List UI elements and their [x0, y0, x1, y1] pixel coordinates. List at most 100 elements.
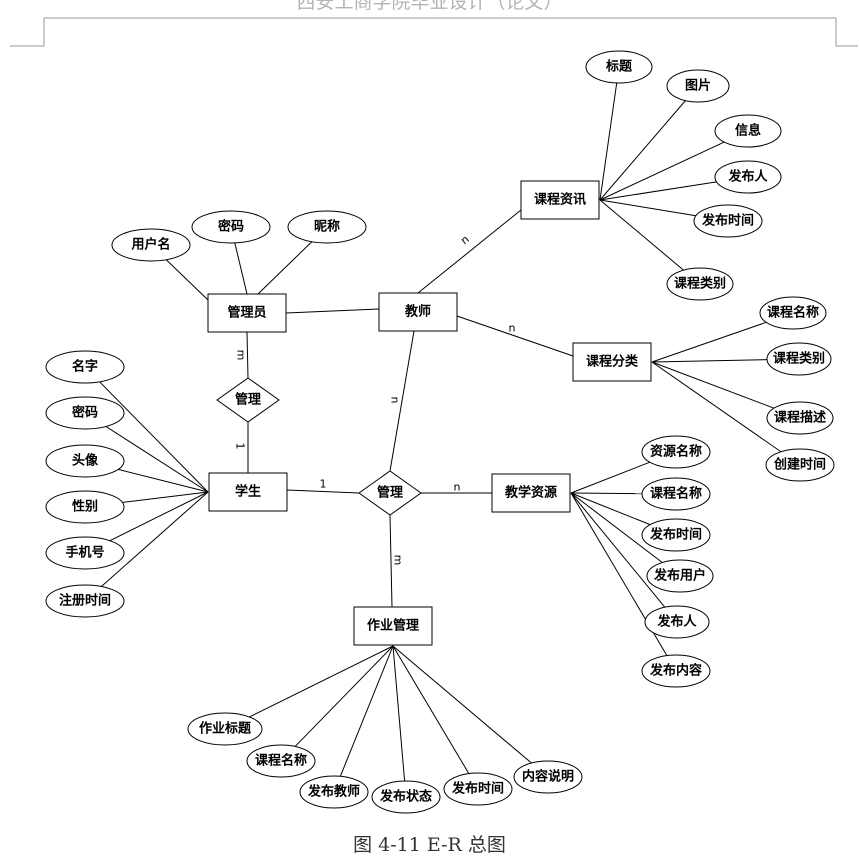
cardinality-l-rel2-hw: m	[392, 555, 405, 566]
entity-box	[353, 606, 433, 646]
edge-a-news-time	[599, 199, 696, 217]
entity-admin: 管理员	[207, 293, 287, 333]
attribute-label: 发布人	[656, 614, 697, 630]
edge-a-admin-nickname	[257, 241, 313, 295]
edge-a-cat-desc	[651, 361, 775, 409]
attribute-ellipse	[666, 267, 734, 301]
relationship-label: 管理	[235, 392, 261, 408]
attribute-a-news-time: 发布时间	[693, 204, 763, 238]
cardinality-l-teacher-news: n	[458, 233, 472, 248]
attribute-ellipse	[766, 401, 834, 435]
attribute-label: 性别	[72, 499, 98, 515]
attribute-ellipse	[714, 114, 782, 148]
attribute-a-stu-regtime: 注册时间	[45, 584, 125, 618]
attribute-label: 课程类别	[773, 351, 825, 367]
attribute-ellipse	[443, 772, 513, 806]
attribute-label: 用户名	[130, 237, 170, 253]
entity-label: 课程资讯	[534, 192, 586, 208]
attribute-a-stu-name: 名字	[45, 350, 125, 384]
entity-course-news: 课程资讯	[520, 180, 600, 220]
attribute-a-stu-password: 密码	[45, 396, 125, 430]
relationship-label: 管理	[377, 485, 403, 501]
attribute-label: 标题	[605, 59, 633, 75]
edge-a-news-info	[599, 141, 725, 201]
attribute-a-stu-avatar: 头像	[45, 444, 125, 478]
attribute-ellipse	[759, 296, 827, 330]
cardinality-l-student-rel2: 1	[320, 478, 327, 491]
attribute-ellipse	[641, 654, 711, 688]
page-header-title: 西安工商学院毕业设计（论文）	[296, 0, 563, 13]
entity-label: 学生	[235, 484, 261, 500]
edge-l-teacher-news	[417, 209, 522, 294]
attribute-label: 昵称	[314, 219, 340, 235]
cardinality-l-admin-rel1: m	[235, 350, 248, 361]
edge-a-stu-password	[105, 426, 209, 493]
attribute-a-news-info: 信息	[714, 114, 782, 148]
attribute-label: 课程名称	[650, 486, 702, 502]
edge-a-res-time	[570, 492, 651, 526]
attribute-ellipse	[666, 69, 730, 103]
attribute-a-news-image: 图片	[666, 69, 730, 103]
entity-label: 课程分类	[586, 354, 639, 370]
edge-a-res-publisher	[570, 492, 666, 608]
attribute-a-res-time: 发布时间	[641, 518, 711, 552]
edge-a-hw-time	[392, 645, 470, 774]
attribute-label: 发布人	[727, 169, 768, 185]
relationship-rel-manage-1: 管理	[216, 377, 280, 423]
attribute-label: 图片	[685, 78, 711, 94]
attribute-ellipse	[641, 435, 711, 469]
attribute-label: 发布教师	[307, 784, 360, 800]
attribute-ellipse	[765, 448, 835, 482]
edge-l-teacher-rel2	[389, 330, 415, 472]
edge-a-cat-name	[651, 321, 767, 363]
attribute-a-cat-desc: 课程描述	[766, 401, 834, 435]
relationship-diamond	[216, 377, 280, 423]
entity-course-category: 课程分类	[572, 342, 652, 382]
edge-l-admin-teacher	[285, 308, 380, 314]
edge-a-news-type	[599, 199, 684, 271]
attribute-a-admin-nickname: 昵称	[287, 210, 367, 244]
relationship-diamond	[358, 470, 422, 516]
attribute-ellipse	[45, 350, 125, 384]
attribute-ellipse	[641, 518, 711, 552]
attribute-label: 发布内容	[649, 663, 702, 679]
attribute-ellipse	[371, 780, 441, 814]
entity-homework: 作业管理	[353, 606, 433, 646]
entity-box	[572, 342, 652, 382]
attribute-label: 创建时间	[773, 457, 826, 473]
attribute-a-admin-username: 用户名	[111, 228, 191, 262]
entity-label: 作业管理	[367, 618, 419, 634]
attribute-ellipse	[45, 490, 125, 524]
entity-student: 学生	[208, 472, 288, 512]
attribute-a-stu-phone: 手机号	[45, 536, 125, 570]
figure-caption: 图 4-11 E-R 总图	[353, 834, 506, 856]
edge-a-res-user	[570, 492, 663, 563]
edge-l-admin-rel1	[246, 331, 249, 379]
attribute-ellipse	[641, 477, 711, 511]
attribute-ellipse	[45, 444, 125, 478]
cardinality-l-rel2-res: n	[454, 481, 461, 494]
attribute-ellipse	[299, 775, 369, 809]
edge-a-admin-username	[165, 259, 209, 301]
attribute-a-stu-gender: 性别	[45, 490, 125, 524]
edge-a-stu-avatar	[118, 468, 209, 493]
attribute-label: 发布时间	[649, 527, 702, 543]
entity-box	[208, 472, 288, 512]
edge-a-hw-desc	[392, 645, 532, 764]
edge-a-res-course	[570, 492, 643, 495]
edge-a-stu-name	[99, 381, 209, 493]
edge-a-admin-password	[234, 242, 248, 295]
attribute-label: 密码	[217, 219, 244, 235]
attribute-a-hw-status: 发布状态	[371, 780, 441, 814]
edge-a-news-image	[599, 100, 686, 201]
relationship-rel-manage-2: 管理	[358, 470, 422, 516]
attribute-ellipse	[191, 210, 271, 244]
edge-a-cat-created	[651, 361, 782, 453]
attribute-label: 资源名称	[650, 444, 702, 460]
attribute-ellipse	[45, 584, 125, 618]
attribute-label: 内容说明	[522, 769, 574, 785]
edge-a-cat-type	[651, 359, 768, 363]
nodes: 管理员教师学生课程资讯课程分类教学资源作业管理管理管理用户名密码昵称标题图片信息…	[45, 50, 835, 814]
